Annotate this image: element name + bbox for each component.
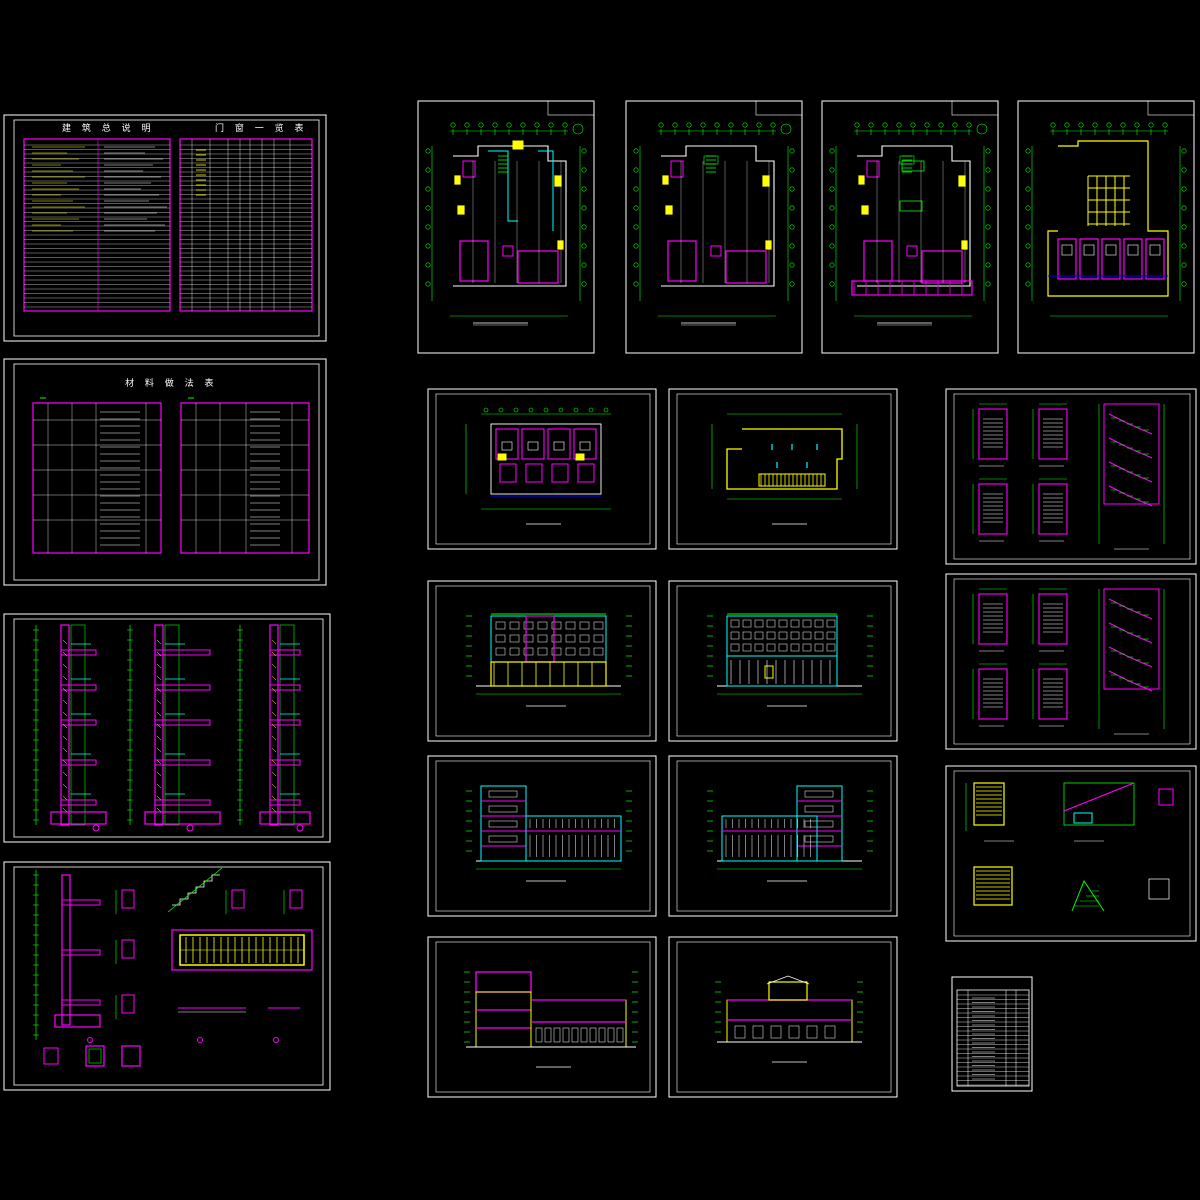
stair-detail-sheet-1[interactable] <box>945 388 1197 565</box>
second-floor-plan[interactable] <box>625 100 803 354</box>
rear-elevation[interactable] <box>668 580 898 742</box>
door-window-schedule-title: 门 窗 一 览 表 <box>215 122 307 134</box>
design-notes-sheet[interactable]: 建 筑 总 说 明 门 窗 一 览 表 <box>3 114 327 342</box>
front-elevation[interactable] <box>427 580 657 742</box>
roof-plan[interactable] <box>668 388 898 550</box>
stair-detail-sheet-2[interactable] <box>945 573 1197 750</box>
material-schedule-title: 材 料 做 法 表 <box>125 377 217 389</box>
door-schedule-table <box>179 138 313 312</box>
side-elevation-1[interactable] <box>427 755 657 917</box>
drawing-index[interactable] <box>951 976 1033 1092</box>
stair-section-sheet[interactable] <box>945 765 1197 942</box>
ground-floor-plan[interactable] <box>417 100 595 354</box>
partial-plan[interactable] <box>427 388 657 550</box>
design-notes-title: 建 筑 总 说 明 <box>62 122 154 134</box>
material-schedule-sheet[interactable]: 材 料 做 法 表 <box>3 358 327 586</box>
notes-table <box>23 138 171 312</box>
third-floor-plan[interactable] <box>821 100 999 354</box>
side-elevation-2[interactable] <box>668 755 898 917</box>
wall-section-sheet-1[interactable] <box>3 613 331 843</box>
wall-section-sheet-2[interactable] <box>3 861 331 1091</box>
building-section-1[interactable] <box>427 936 657 1098</box>
building-section-2[interactable] <box>668 936 898 1098</box>
fourth-floor-plan[interactable] <box>1017 100 1195 354</box>
